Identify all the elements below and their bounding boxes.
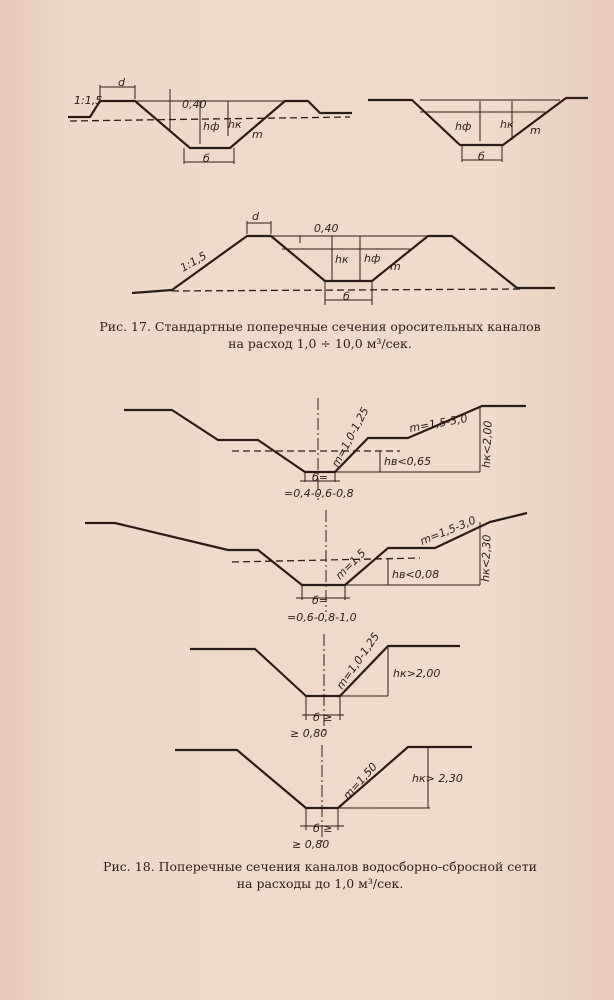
fig17-section-a: 1:1,5 d 0,40 hф hк m б bbox=[68, 76, 352, 165]
fig17b-bottom-label: б bbox=[478, 150, 485, 163]
fig17-caption: Рис. 17. Стандартные поперечные сечения … bbox=[40, 318, 600, 352]
fig18s2-depth-label: hк<2,30 bbox=[479, 534, 494, 582]
fig17c-hf-label: hф bbox=[364, 252, 380, 265]
fig17b-hf-label: hф bbox=[455, 120, 471, 133]
fig17-section-c: 1:1,5 d 0,40 hк hф m б bbox=[131, 210, 555, 305]
fig17c-bottom-label: б bbox=[343, 290, 350, 303]
fig18s2-water-label: hв<0,08 bbox=[392, 568, 439, 581]
fig18-caption: Рис. 18. Поперечные сечения каналов водо… bbox=[40, 858, 600, 892]
fig18-section-3: m=1,0-1,25 hк>2,00 б ≥ ≥ 0,80 bbox=[190, 630, 460, 740]
fig18-section-2: m=1,5 m=1,5-3,0 hк<2,30 hв<0,08 б= =0,6-… bbox=[85, 510, 528, 624]
fig18-section-4: m=1,50 hк> 2,30 б ≥ ≥ 0,80 bbox=[175, 745, 472, 851]
fig17a-slope-label: 1:1,5 bbox=[74, 94, 102, 107]
fig18s2-bottom-label: б= bbox=[312, 594, 328, 607]
fig18s1-bottom-label: б= bbox=[312, 471, 328, 484]
fig18-section-1: m=1,0-1,25 m=1,5-3,0 hк<2,00 hв<0,65 б= … bbox=[124, 398, 526, 500]
fig17a-berm-label: d bbox=[118, 76, 126, 89]
fig17-caption-line2: на расход 1,0 ÷ 10,0 м³/сек. bbox=[228, 336, 412, 351]
fig18s2-bottom-values: =0,6-0,8-1,0 bbox=[287, 611, 357, 624]
fig18s3-depth-label: hк>2,00 bbox=[393, 667, 440, 680]
fig18-caption-line1: Рис. 18. Поперечные сечения каналов водо… bbox=[103, 859, 537, 874]
fig18s1-slope1-label: m=1,0-1,25 bbox=[329, 405, 371, 469]
fig18s4-slope-label: m=1,50 bbox=[341, 760, 380, 802]
fig17c-m-label: m bbox=[390, 260, 401, 273]
fig18s4-depth-label: hк> 2,30 bbox=[412, 772, 463, 785]
fig18s1-slope2-label: m=1,5-3,0 bbox=[408, 412, 468, 435]
fig17c-slope-label: 1:1,5 bbox=[178, 249, 209, 274]
fig17b-m-label: m bbox=[530, 124, 541, 137]
fig18s4-bottom-values: ≥ 0,80 bbox=[292, 838, 329, 851]
fig18s1-depth-label: hк<2,00 bbox=[480, 420, 495, 468]
fig18s3-bottom-label: б ≥ bbox=[313, 711, 333, 724]
fig18s1-water-label: hв<0,65 bbox=[384, 455, 431, 468]
fig17c-berm-label: d bbox=[252, 210, 260, 223]
fig18-caption-line2: на расходы до 1,0 м³/сек. bbox=[236, 876, 404, 891]
fig17a-freeboard-label: 0,40 bbox=[182, 98, 207, 111]
fig17a-hf-label: hф bbox=[203, 120, 219, 133]
fig17c-hk-label: hк bbox=[335, 253, 349, 266]
fig18s3-bottom-values: ≥ 0,80 bbox=[290, 727, 327, 740]
fig17c-freeboard-label: 0,40 bbox=[314, 222, 339, 235]
fig17-caption-line1: Рис. 17. Стандартные поперечные сечения … bbox=[99, 319, 541, 334]
fig17-section-b: hф hк m б bbox=[368, 96, 588, 163]
fig18s2-slope1-label: m=1,5 bbox=[333, 546, 369, 582]
fig17a-bottom-label: б bbox=[203, 152, 210, 165]
fig17a-hk-label: hк bbox=[228, 118, 242, 131]
fig18s4-bottom-label: б ≥ bbox=[313, 822, 333, 835]
fig18s1-bottom-values: =0,4-0,6-0,8 bbox=[284, 487, 354, 500]
fig17b-hk-label: hк bbox=[500, 118, 514, 131]
fig17a-m-label: m bbox=[252, 128, 263, 141]
